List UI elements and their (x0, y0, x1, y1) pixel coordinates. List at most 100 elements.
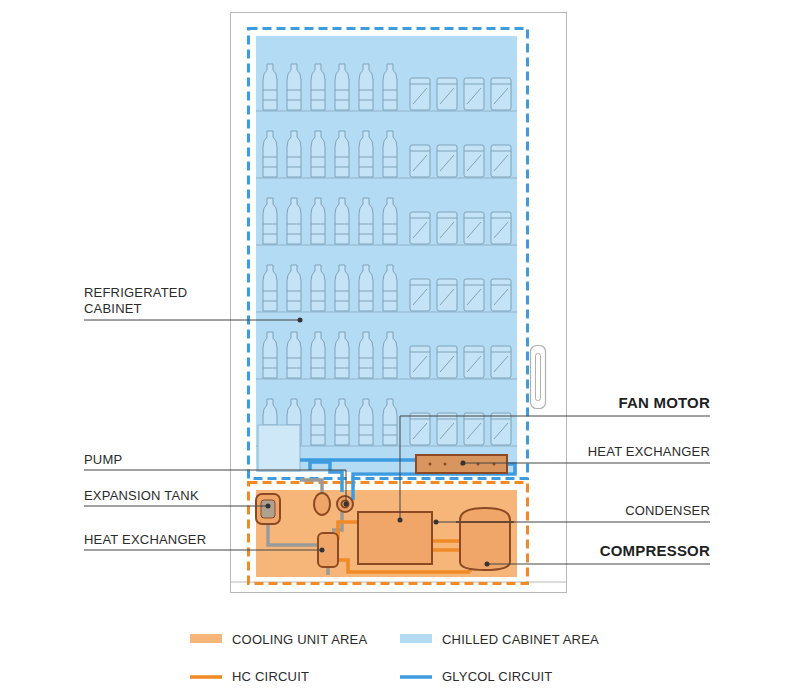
can-detail (464, 84, 484, 104)
can (491, 346, 511, 378)
can (410, 279, 430, 311)
can (464, 78, 484, 110)
bottle (335, 64, 349, 110)
bottle (359, 131, 373, 177)
components (256, 455, 514, 570)
bottle (383, 64, 397, 110)
part-label: FAN MOTOR (510, 395, 710, 411)
can-detail (491, 151, 511, 171)
can (491, 413, 511, 445)
bottle (311, 64, 325, 110)
part-label: COMPRESSOR (490, 543, 710, 559)
shelf (256, 177, 517, 178)
can-detail (491, 352, 511, 372)
cooling-area-border (249, 483, 528, 584)
pump-body (314, 493, 330, 515)
can-detail (491, 285, 511, 305)
bottle-label (359, 157, 373, 167)
legend-line-sample (190, 675, 222, 679)
bottle (359, 265, 373, 311)
pump-motor (337, 496, 353, 512)
part-label: HEAT EXCHANGER (510, 444, 710, 460)
can (464, 413, 484, 445)
legend-text: GLYCOL CIRCUIT (442, 669, 552, 685)
bottle-label (359, 425, 373, 435)
can-detail (464, 419, 484, 439)
cabinet-label: REFRIGERATED CABINET (84, 285, 202, 317)
legend-line-sample (400, 675, 432, 679)
bottle-label (359, 224, 373, 234)
part-label: HEAT EXCHANGER (84, 532, 284, 548)
bottle (311, 265, 325, 311)
can-detail (491, 84, 511, 104)
shelf (256, 378, 517, 379)
legend-text: COOLING UNIT AREA (232, 632, 367, 648)
bottle-label (383, 224, 397, 234)
can-detail (437, 352, 457, 372)
bottle-label (335, 90, 349, 100)
can (464, 212, 484, 244)
bottle-label (263, 90, 277, 100)
legend-text: CHILLED CABINET AREA (442, 632, 599, 648)
coolant-pipe (268, 480, 342, 575)
compressor (460, 508, 510, 570)
bottle (311, 198, 325, 244)
bottle-label (359, 358, 373, 368)
part-label: CONDENSER (510, 503, 710, 519)
can-detail (437, 419, 457, 439)
can-detail (437, 285, 457, 305)
bottle-label (311, 425, 325, 435)
can-detail (491, 218, 511, 238)
can-detail (464, 218, 484, 238)
bottle (263, 64, 277, 110)
can (410, 413, 430, 445)
can-detail (491, 419, 511, 439)
can-detail (437, 218, 457, 238)
can (437, 346, 457, 378)
legend-swatch (190, 634, 222, 643)
cabinet-housing (231, 13, 567, 593)
bottle-label (383, 157, 397, 167)
can (437, 78, 457, 110)
can-detail (464, 151, 484, 171)
can-detail (464, 285, 484, 305)
bottle (335, 332, 349, 378)
can (410, 78, 430, 110)
shelf (256, 311, 517, 312)
can-detail (410, 419, 430, 439)
bottle-label (383, 425, 397, 435)
can-detail (464, 352, 484, 372)
can (410, 212, 430, 244)
cooling-area (256, 490, 517, 577)
bottle (263, 198, 277, 244)
leader-lines (84, 320, 710, 564)
bottle (383, 198, 397, 244)
bottle (263, 131, 277, 177)
bottle (263, 265, 277, 311)
can-detail (410, 218, 430, 238)
bottle-label (311, 291, 325, 301)
bottle-label (263, 224, 277, 234)
can (491, 212, 511, 244)
legend-text: HC CIRCUIT (232, 669, 309, 685)
bottle (359, 64, 373, 110)
bottle (287, 332, 301, 378)
legend-swatch (400, 634, 432, 643)
can (437, 145, 457, 177)
can-detail (437, 84, 457, 104)
chilled-area (256, 36, 517, 472)
can-detail (437, 151, 457, 171)
can (491, 145, 511, 177)
heat-exchanger-high (416, 455, 507, 473)
can-detail (410, 151, 430, 171)
pump-housing (258, 425, 300, 471)
can (437, 212, 457, 244)
bottle (287, 198, 301, 244)
bottle (383, 265, 397, 311)
bottle (335, 265, 349, 311)
bottle (311, 399, 325, 445)
can (437, 279, 457, 311)
bottle-label (287, 157, 301, 167)
can (464, 279, 484, 311)
can (491, 78, 511, 110)
